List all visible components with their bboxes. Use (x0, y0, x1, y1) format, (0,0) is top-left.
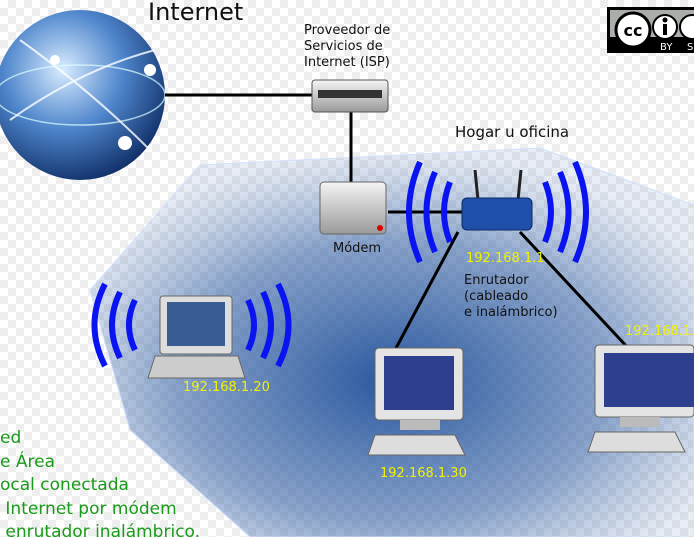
router-icon (461, 169, 533, 231)
modem-label: Módem (333, 241, 381, 256)
globe-icon (0, 10, 166, 180)
router-label-1: Enrutador (464, 273, 529, 288)
caption-line-4: Internet por módem (0, 499, 177, 519)
router-ip: 192.168.1.1 (466, 251, 545, 266)
sa-text: S (687, 42, 693, 53)
isp-label-3: Internet (ISP) (304, 55, 390, 70)
caption-line-2: e Área (0, 450, 55, 472)
laptop-icon (147, 295, 246, 379)
caption-line-1: ed (0, 428, 21, 448)
cc-text: cc (624, 21, 643, 40)
desktop-computer-icon (367, 347, 466, 456)
by-text: BY (660, 42, 673, 53)
connection-lines (165, 93, 632, 352)
cc-license-badge: cc BY S (607, 7, 694, 53)
isp-switch-icon (311, 79, 389, 113)
laptop-ip: 192.168.1.20 (183, 380, 270, 395)
home-label: Hogar u oficina (455, 123, 569, 141)
desktop-computer-icon (587, 344, 694, 453)
isp-label-1: Proveedor de (304, 23, 390, 38)
router-label-3: e inalámbrico) (464, 305, 558, 320)
router-wifi-icon (406, 160, 589, 264)
internet-title: Internet (148, 0, 243, 26)
laptop-wifi-icon (91, 282, 292, 368)
pc2-ip: 192.168.1.4 (625, 324, 694, 339)
pc1-ip: 192.168.1.30 (380, 466, 467, 481)
caption-line-3: ocal conectada (0, 475, 129, 495)
isp-label-2: Servicios de (304, 39, 383, 54)
caption-line-5: enrutador inalámbrico. (0, 522, 200, 537)
router-label-2: (cableado (464, 289, 528, 304)
modem-icon (319, 181, 387, 235)
